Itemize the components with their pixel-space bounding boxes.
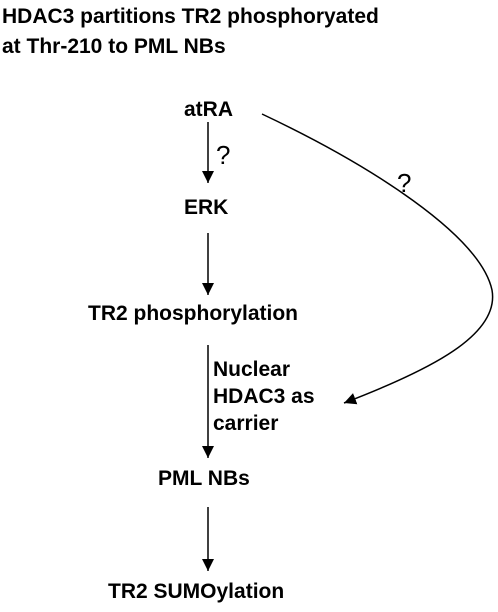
question-mark-carrier: ? — [397, 168, 412, 198]
node-tr2-sumoylation: TR2 SUMOylation — [108, 580, 285, 603]
question-mark-erk: ? — [216, 140, 231, 170]
diagram-title: HDAC3 partitions TR2 phosphoryated at Th… — [2, 2, 492, 62]
title-line-2: at Thr-210 to PML NBs — [2, 35, 226, 58]
carrier-label: Nuclear HDAC3 as carrier — [213, 356, 315, 437]
node-tr2-phosphorylation: TR2 phosphorylation — [88, 302, 298, 325]
arrow-atra-to-carrier-curve — [261, 113, 494, 405]
node-erk: ERK — [184, 196, 229, 219]
carrier-line-3: carrier — [213, 412, 279, 435]
node-pml-nbs: PML NBs — [158, 467, 250, 490]
node-atra: atRA — [184, 98, 234, 121]
title-line-1: HDAC3 partitions TR2 phosphoryated — [2, 5, 379, 28]
carrier-line-1: Nuclear — [213, 358, 291, 381]
carrier-line-2: HDAC3 as — [213, 385, 315, 408]
